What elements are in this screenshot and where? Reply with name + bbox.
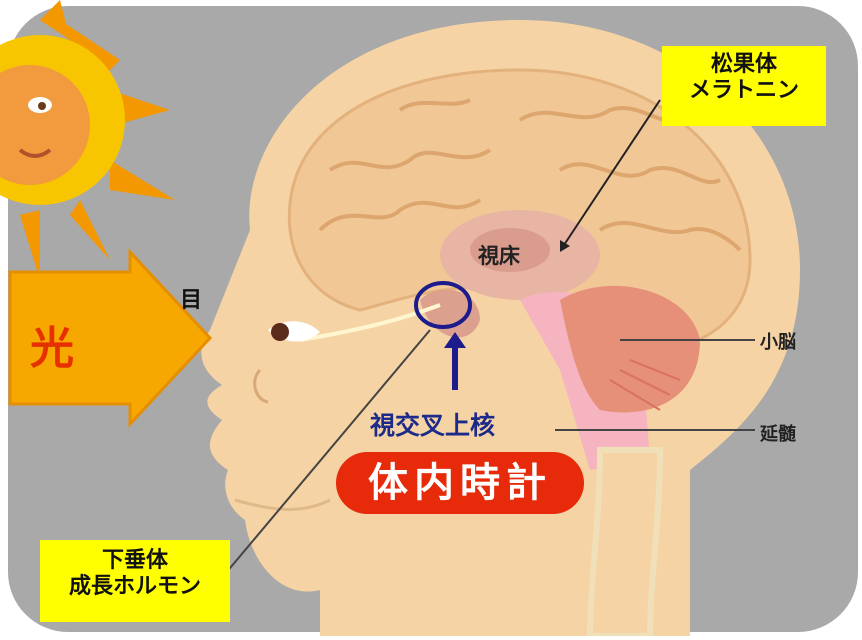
sun-icon — [0, 0, 175, 280]
light-label: 光 — [30, 323, 74, 374]
cerebrum — [287, 68, 752, 352]
spinal-cord — [586, 447, 664, 639]
pituitary-label: 下垂体 — [101, 548, 168, 573]
eye-label: 目 — [180, 288, 203, 313]
thalamus-label: 視床 — [478, 244, 520, 268]
scn-arrowhead — [444, 332, 466, 348]
cerebellum-label: 小脳 — [760, 332, 796, 353]
growth-hormone-label: 成長ホルモン — [68, 574, 201, 599]
pituitary-leader — [219, 329, 431, 581]
light-arrow — [8, 248, 213, 428]
melatonin-label: メラトニン — [688, 78, 799, 103]
eye-icon — [268, 321, 320, 342]
pineal-label-box: 松果体 メラトニン — [662, 46, 826, 126]
pituitary-label-box: 下垂体 成長ホルモン — [40, 540, 230, 622]
body-clock-badge: 体内時計 — [336, 452, 584, 514]
pineal-label: 松果体 — [710, 52, 777, 77]
medulla-label: 延髄 — [760, 424, 796, 445]
pineal-leader — [561, 99, 661, 249]
inner-brain — [420, 210, 700, 470]
scn-label: 視交叉上核 — [370, 411, 496, 440]
pineal-leader-head — [560, 240, 570, 252]
scn-circle — [414, 281, 472, 329]
optic-nerve — [299, 303, 441, 342]
